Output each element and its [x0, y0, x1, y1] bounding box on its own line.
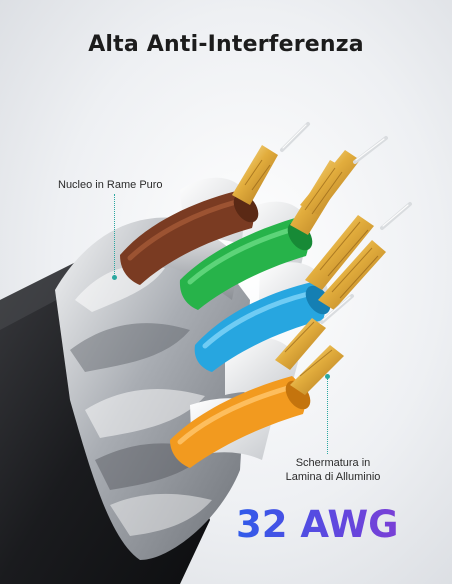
callout-core-label: Nucleo in Rame Puro	[58, 179, 163, 191]
callout-shield-label: Schermatura in Lamina di Alluminio	[272, 456, 394, 484]
callout-core-leader	[114, 194, 115, 276]
callout-shield-line2: Lamina di Alluminio	[285, 471, 381, 483]
callout-shield-line1: Schermatura in	[295, 457, 371, 469]
callout-core-dot	[112, 275, 117, 280]
pair-brown	[120, 190, 259, 285]
copper-cores	[232, 145, 386, 395]
callout-shield-leader	[327, 378, 328, 454]
headline: Alta Anti-Interferenza	[88, 32, 364, 57]
gauge-label: 32 AWG	[236, 503, 399, 546]
callout-shield-dot	[325, 374, 330, 379]
